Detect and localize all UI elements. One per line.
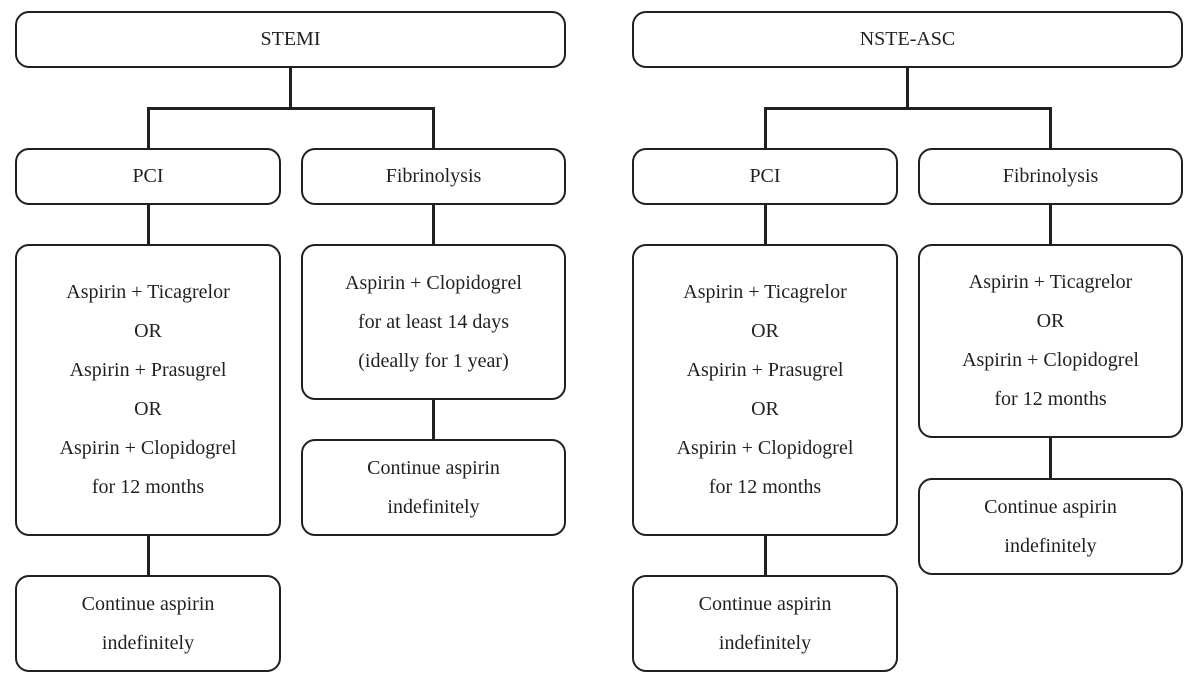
therapy-line: (ideally for 1 year) [358,349,509,372]
therapy-line: Aspirin + Prasugrel [686,359,844,381]
therapy-line: OR [134,398,162,420]
connector [906,67,909,109]
connector [432,107,435,148]
therapy-line: Aspirin + Ticagrelor [66,281,230,303]
nste-acs-header-box: NSTE-ASC [632,11,1183,68]
connector [147,107,150,148]
therapy-line: for at least 14 days [357,310,510,333]
nste-acs-fibrinolysis-box: Fibrinolysis [918,148,1183,205]
stemi-fibrinolysis-box: Fibrinolysis [301,148,566,205]
connector [764,535,767,576]
stemi-header-box: STEMI [15,11,566,68]
connector [432,399,435,440]
stemi-pci-therapy-box: Aspirin + Ticagrelor OR Aspirin + Prasug… [15,244,281,536]
therapy-line: OR [751,320,779,342]
therapy-line: Aspirin + Ticagrelor [968,271,1133,293]
therapy-line: Aspirin + Clopidogrel [962,349,1139,371]
stemi-fibrinolysis-therapy-box: Aspirin + Clopidogrel for at least 14 da… [301,244,566,400]
nste-acs-pci-followup-box: Continue aspirin indefinitely [632,575,898,672]
connector [147,107,435,110]
stemi-pci-label: PCI [132,165,164,187]
therapy-line: OR [1036,310,1065,332]
connector [432,204,435,245]
connector [1049,437,1052,479]
therapy-line: Aspirin + Ticagrelor [683,281,847,303]
connector [764,107,1052,110]
connector [1049,107,1052,148]
stemi-header-label: STEMI [260,28,321,50]
therapy-line: for 12 months [708,476,822,498]
connector [289,67,292,109]
nste-acs-pci-therapy-box: Aspirin + Ticagrelor OR Aspirin + Prasug… [632,244,898,536]
nste-acs-fibrinolysis-therapy-box: Aspirin + Ticagrelor OR Aspirin + Clopid… [918,244,1183,438]
connector [147,535,150,576]
therapy-line: Aspirin + Clopidogrel [345,271,522,294]
followup-line: indefinitely [387,495,480,518]
nste-acs-header-label: NSTE-ASC [859,28,956,50]
therapy-line: OR [134,320,162,342]
connector [764,107,767,148]
stemi-pci-followup-box: Continue aspirin indefinitely [15,575,281,672]
followup-line: Continue aspirin [698,592,832,615]
therapy-line: for 12 months [994,388,1107,410]
therapy-line: OR [751,398,779,420]
followup-line: Continue aspirin [367,456,500,479]
followup-line: Continue aspirin [81,592,215,615]
nste-acs-fibrinolysis-label: Fibrinolysis [1002,165,1099,187]
followup-line: indefinitely [1004,534,1097,557]
nste-acs-fibrinolysis-followup-box: Continue aspirin indefinitely [918,478,1183,575]
stemi-fibrinolysis-label: Fibrinolysis [385,165,482,187]
nste-acs-pci-label: PCI [749,165,781,187]
connector [147,204,150,245]
therapy-line: Aspirin + Clopidogrel [59,437,237,459]
therapy-line: Aspirin + Prasugrel [69,359,227,381]
connector [1049,204,1052,245]
stemi-fibrinolysis-followup-box: Continue aspirin indefinitely [301,439,566,536]
stemi-pci-box: PCI [15,148,281,205]
followup-line: indefinitely [101,631,195,654]
nste-acs-pci-box: PCI [632,148,898,205]
therapy-line: for 12 months [91,476,205,498]
followup-line: indefinitely [718,631,812,654]
followup-line: Continue aspirin [984,495,1117,518]
therapy-line: Aspirin + Clopidogrel [676,437,854,459]
connector [764,204,767,245]
